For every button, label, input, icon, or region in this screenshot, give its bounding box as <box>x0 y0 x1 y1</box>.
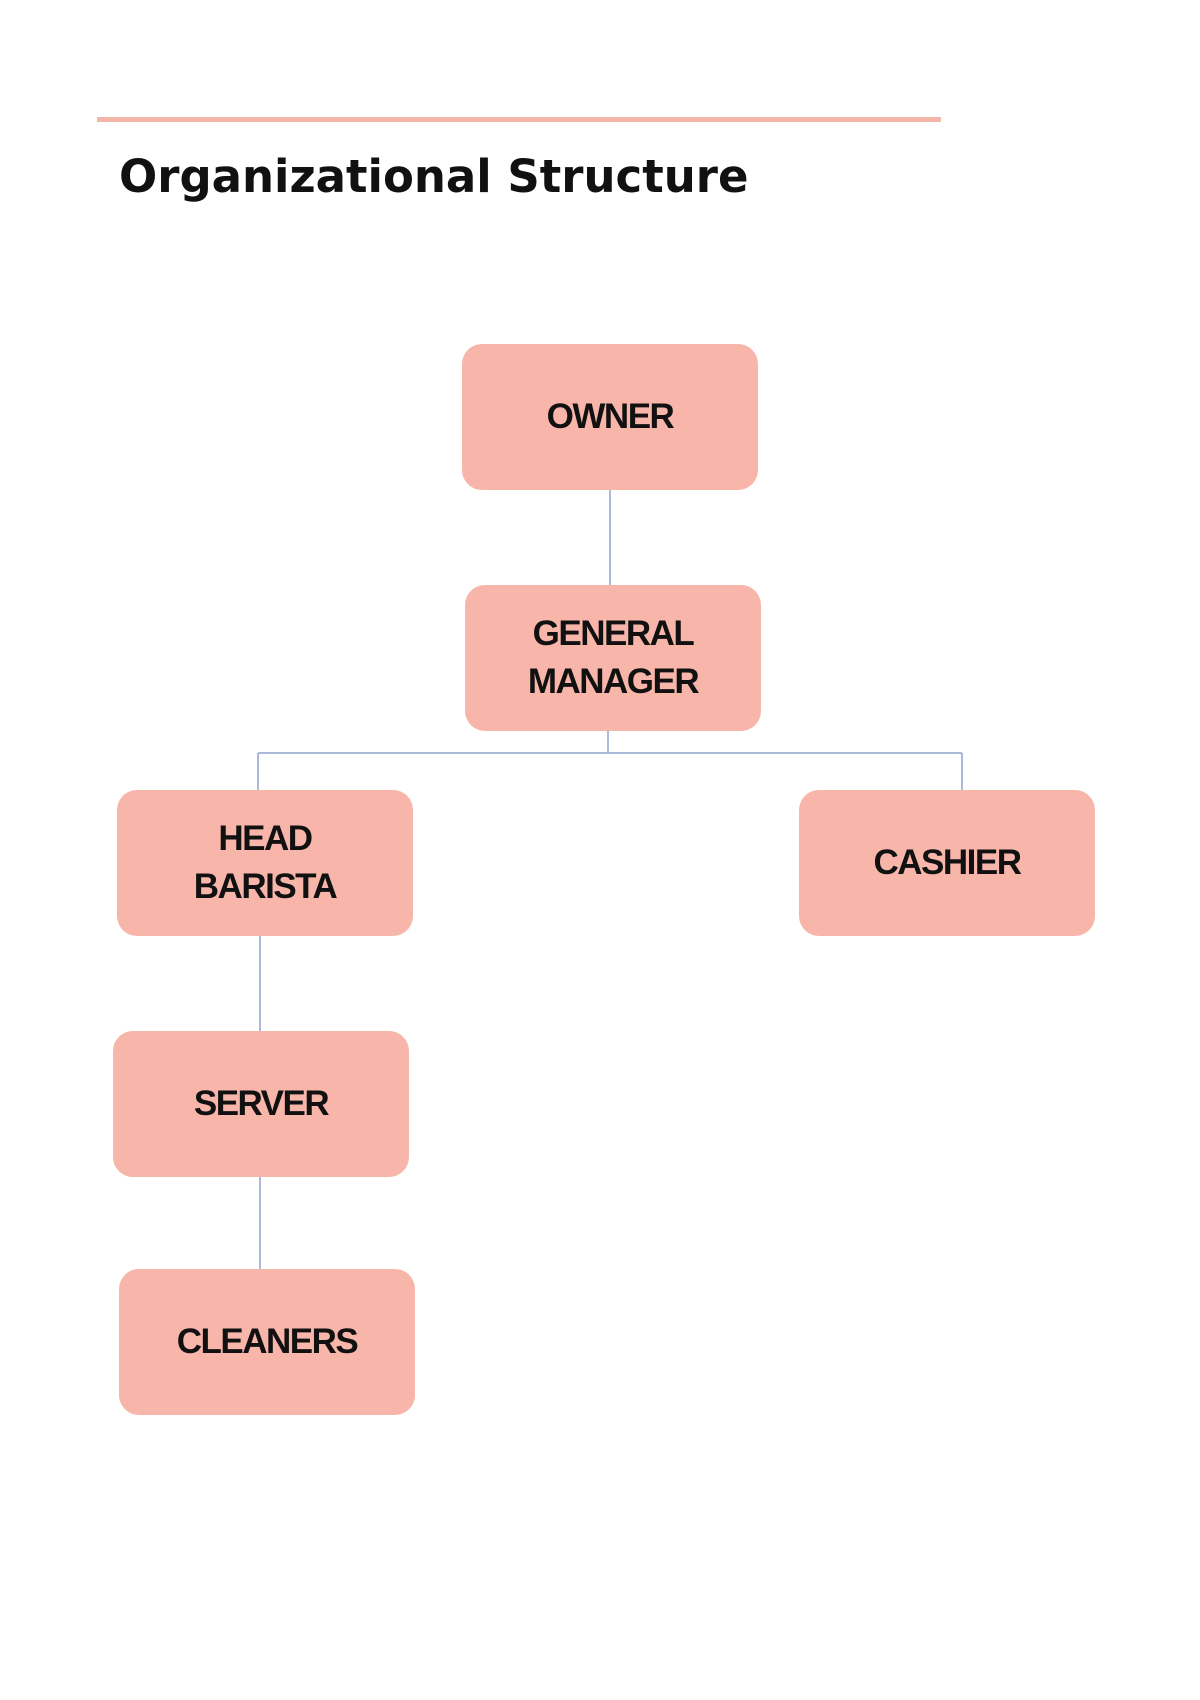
org-node-label: CASHIER <box>873 843 1022 882</box>
org-node-server: SERVER <box>113 1031 409 1177</box>
org-node-general-manager: GENERAL MANAGER <box>465 585 761 731</box>
header-divider <box>97 117 941 122</box>
page-title: Organizational Structure <box>119 150 749 203</box>
org-node-label: SERVER <box>193 1084 330 1123</box>
org-node-owner: OWNER <box>462 344 758 490</box>
org-node-label: OWNER <box>546 397 675 436</box>
org-node-label: HEAD BARISTA <box>193 819 338 906</box>
org-node-cashier: CASHIER <box>799 790 1095 936</box>
org-node-head-barista: HEAD BARISTA <box>117 790 413 936</box>
org-node-cleaners: CLEANERS <box>119 1269 415 1415</box>
org-node-label: CLEANERS <box>176 1322 359 1361</box>
org-node-label: GENERAL MANAGER <box>527 614 700 701</box>
